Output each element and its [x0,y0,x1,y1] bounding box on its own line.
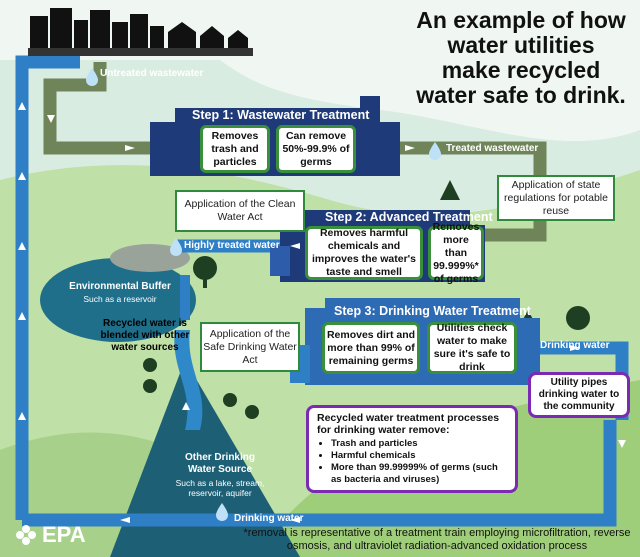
safe-drinking-water-act-note: Application of the Safe Drinking Water A… [200,322,300,372]
other-source-subtitle: Such as a lake, stream, reservoir, aquif… [175,478,265,498]
footnote: *removal is representative of a treatmen… [243,527,631,552]
buffer-title: Environmental Buffer [69,281,171,292]
step1-box-trash: Removes trash and particles [200,125,270,173]
summary-item: Trash and particles [331,438,507,450]
epa-logo: EPA [14,522,86,548]
treated-wastewater-label: Treated wastewater [446,143,539,154]
drinking-water-label-right: Drinking water [540,340,610,351]
buffer-subtitle: Such as a reservoir [83,294,157,304]
epa-logo-text: EPA [42,522,86,547]
summary-heading: Recycled water treatment processes for d… [317,412,500,436]
clean-water-act-note: Application of the Clean Water Act [175,190,305,232]
untreated-wastewater-label: Untreated wastewater [100,68,204,79]
summary-list: Trash and particles Harmful chemicals Mo… [317,438,507,486]
summary-item: Harmful chemicals [331,450,507,462]
step2-title: Step 2: Advanced Treatment [325,210,493,224]
state-regulations-note: Application of state regulations for pot… [497,175,615,221]
other-source-title: Other Drinking Water Source [184,452,255,475]
step3-title: Step 3: Drinking Water Treatment [334,304,531,318]
drinking-water-label-bottom: Drinking water [234,513,304,524]
step2-box-chemicals: Removes harmful chemicals and improves t… [305,226,423,280]
step3-box-check: Utilities check water to make sure it's … [427,322,517,374]
buffer-blend-text: Recycled water is blended with other wat… [100,318,190,353]
page-title: An example of how water utilities make r… [416,7,626,108]
summary-box: Recycled water treatment processes for d… [306,405,518,493]
highly-treated-water-label: Highly treated water [184,240,280,251]
step2-box-germs: Removes more than 99.999%* of germs [428,221,484,285]
summary-item: More than 99.99999% of germs (such as ba… [331,462,507,486]
step3-box-dirt: Removes dirt and more than 99% of remain… [322,322,420,374]
utility-pipes-box: Utility pipes drinking water to the comm… [528,372,630,418]
step1-title: Step 1: Wastewater Treatment [192,108,370,122]
step1-box-germs: Can remove 50%-99.9% of germs [276,125,356,173]
epa-flower-icon [16,525,36,545]
